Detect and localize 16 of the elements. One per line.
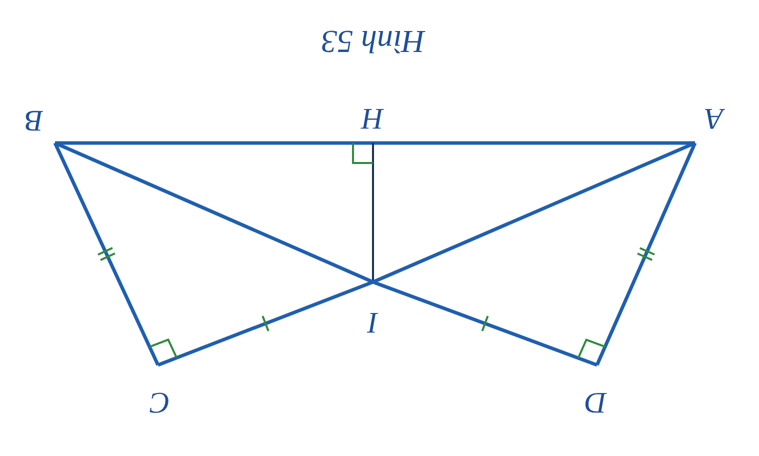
line-segment: [372, 141, 696, 284]
point-label: A: [705, 103, 724, 133]
figure-caption: Hình 53: [321, 26, 425, 58]
point-label: B: [25, 105, 44, 135]
line-segment: [372, 143, 374, 282]
line-segment: [54, 141, 374, 284]
line-segment: [595, 142, 697, 366]
line-segment: [373, 141, 695, 145]
line-segment: [372, 280, 598, 367]
point-label: H: [362, 103, 384, 133]
point-label: C: [150, 387, 170, 417]
line-segment: [157, 280, 374, 367]
line-segment: [55, 141, 373, 145]
line-segment: [53, 142, 160, 366]
point-label: I: [368, 307, 378, 337]
point-label: D: [585, 387, 607, 417]
